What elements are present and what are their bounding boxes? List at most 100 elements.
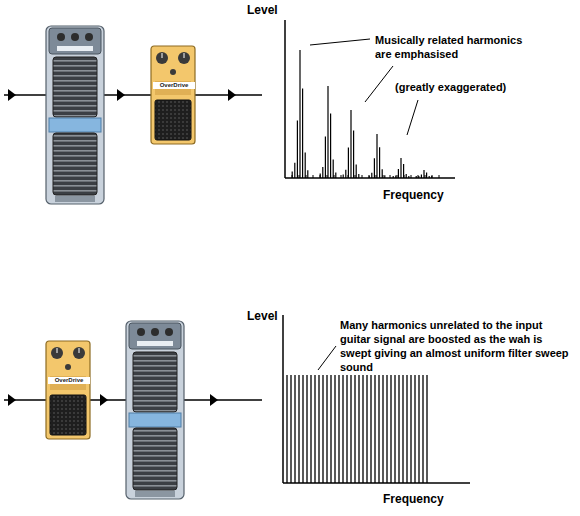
spectrum-bar bbox=[298, 375, 299, 483]
spectrum-bar bbox=[318, 375, 319, 483]
spectrum-bar bbox=[353, 130, 354, 178]
spectrum-bar bbox=[338, 375, 339, 483]
spectrum-bar bbox=[404, 175, 405, 178]
spectrum-bar bbox=[418, 176, 419, 178]
spectrum-bar bbox=[322, 375, 323, 483]
axis-label: Level bbox=[247, 309, 278, 323]
spectrum-bar bbox=[354, 375, 355, 483]
spectrum-bar bbox=[358, 174, 359, 178]
spectrum-bar bbox=[330, 375, 331, 483]
spectrum-bar bbox=[390, 175, 391, 178]
spectrum-bar bbox=[383, 175, 384, 178]
spectrum-bar bbox=[314, 375, 315, 483]
spectrum-bar bbox=[397, 175, 398, 178]
spectrum-bar bbox=[325, 137, 326, 178]
spectrum-bar bbox=[333, 160, 334, 178]
spectrum-bar bbox=[423, 170, 424, 178]
spectrum-bar bbox=[305, 152, 306, 178]
spectrum-bar bbox=[362, 375, 363, 483]
spectrum-bar bbox=[350, 375, 351, 483]
spectrum-bar bbox=[429, 176, 430, 178]
pedal-label: OverDrive bbox=[48, 377, 90, 384]
spectrum-bar bbox=[425, 175, 426, 178]
spectrum-bar bbox=[369, 175, 370, 178]
spectrum-bar bbox=[408, 176, 409, 178]
spectrum-bar bbox=[376, 134, 377, 178]
spectrum-bar bbox=[343, 175, 344, 178]
spectrum-bar bbox=[378, 375, 379, 483]
spectrum-bar bbox=[299, 50, 300, 178]
spectrum-bar bbox=[350, 110, 351, 178]
axis-label: Frequency bbox=[383, 492, 444, 506]
spectrum-bar bbox=[426, 172, 427, 178]
spectrum-bar bbox=[348, 175, 349, 178]
annotation-note: (greatly exaggerated) bbox=[395, 80, 535, 94]
spectrum-bar bbox=[406, 375, 407, 483]
spectrum-bar bbox=[369, 176, 370, 178]
spectrum-bar bbox=[306, 175, 307, 178]
spectrum-bar bbox=[406, 174, 407, 178]
spectrum-bar bbox=[346, 375, 347, 483]
spectrum-bar bbox=[294, 375, 295, 483]
spectrum-bar bbox=[299, 175, 300, 178]
spectrum-bar bbox=[342, 375, 343, 483]
spectrum-bar bbox=[362, 175, 363, 178]
spectrum-bar bbox=[330, 114, 331, 178]
spectrum-bar bbox=[374, 375, 375, 483]
spectrum-bar bbox=[395, 176, 396, 178]
spectrum-bar bbox=[398, 169, 399, 178]
spectrum-bar bbox=[416, 176, 417, 178]
axis-label: Frequency bbox=[383, 188, 444, 202]
spectrum-bar bbox=[400, 158, 401, 178]
spectrum-bar bbox=[302, 375, 303, 483]
spectrum-bar bbox=[322, 167, 323, 178]
spectrum-bar bbox=[393, 176, 394, 178]
spectrum-bar bbox=[376, 175, 377, 178]
spectrum-bar bbox=[421, 174, 422, 178]
spectrum-bar bbox=[307, 170, 308, 178]
annotation: Many harmonics unrelated to the input gu… bbox=[340, 318, 572, 374]
spectrum-bar bbox=[439, 175, 440, 178]
spectrum-bar bbox=[345, 170, 346, 178]
spectrum-bar bbox=[292, 172, 293, 178]
spectrum-bar bbox=[297, 120, 298, 178]
spectrum-bar bbox=[327, 86, 328, 178]
spectrum-bar bbox=[326, 375, 327, 483]
spectrum-bar bbox=[290, 375, 291, 483]
spectrum-bar bbox=[320, 175, 321, 178]
spectrum-bar bbox=[410, 375, 411, 483]
spectrum-bar bbox=[355, 175, 356, 178]
spectrum-bar bbox=[422, 375, 423, 483]
spectrum-bar bbox=[334, 375, 335, 483]
pedal-label: OverDrive bbox=[153, 82, 195, 89]
spectrum-bar bbox=[426, 375, 427, 483]
spectrum-bar bbox=[310, 375, 311, 483]
spectrum-bar bbox=[320, 173, 321, 178]
spectrum-bar bbox=[341, 175, 342, 178]
spectrum-bar bbox=[292, 175, 293, 178]
spectrum-bar bbox=[334, 175, 335, 178]
spectrum-bar bbox=[366, 375, 367, 483]
spectrum-bar bbox=[386, 375, 387, 483]
spectrum-bar bbox=[313, 175, 314, 178]
spectrum-bar bbox=[374, 158, 375, 178]
spectrum-bar bbox=[411, 175, 412, 178]
spectrum-bar bbox=[390, 375, 391, 483]
spectrum-bar bbox=[418, 175, 419, 178]
axis-label: Level bbox=[247, 3, 278, 17]
spectrum-bar bbox=[402, 375, 403, 483]
spectrum-bar bbox=[356, 164, 357, 178]
spectrum-bar bbox=[302, 88, 303, 178]
spectrum-bar bbox=[432, 175, 433, 178]
spectrum-bar bbox=[379, 147, 380, 178]
spectrum-bar bbox=[403, 164, 404, 178]
spectrum-bar bbox=[398, 375, 399, 483]
spectrum-bar bbox=[294, 163, 295, 178]
spectrum-bar bbox=[431, 176, 432, 178]
spectrum-bar bbox=[382, 375, 383, 483]
spectrum-bar bbox=[394, 375, 395, 483]
spectrum-bar bbox=[335, 172, 336, 178]
spectrum-bar bbox=[348, 147, 349, 178]
spectrum-bar bbox=[382, 169, 383, 178]
